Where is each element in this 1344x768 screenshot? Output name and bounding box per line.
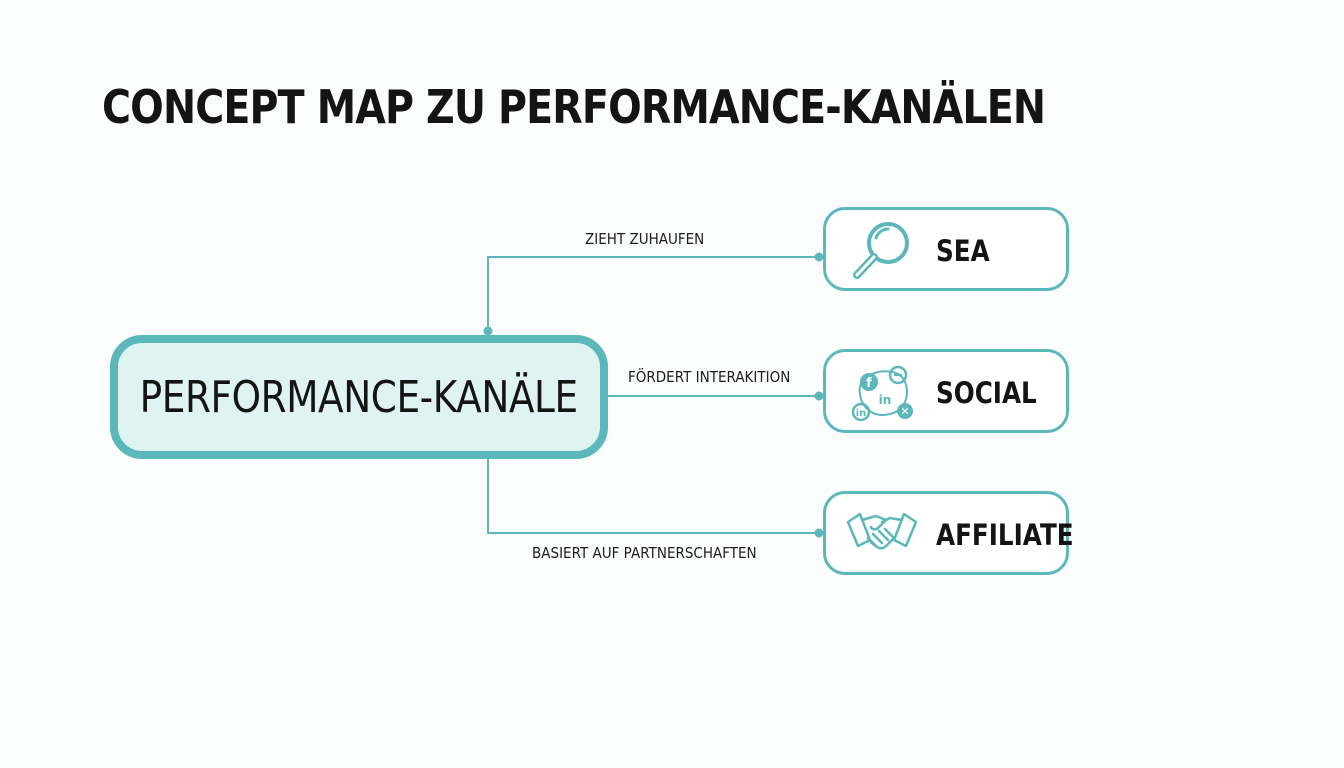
facebook-glyph: f [866, 376, 872, 391]
edge-label-social: FÖRDERT INTERAKITION [628, 368, 791, 386]
connector-sea-start-dot [483, 326, 493, 336]
social-media-icons: f in in ✕ [851, 365, 913, 422]
channel-label-affiliate: AFFILIATE [936, 518, 1074, 552]
linkedin-icon [851, 402, 871, 422]
connector-sea [487, 256, 819, 331]
edge-label-sea: ZIEHT ZUHAUFEN [585, 230, 705, 248]
center-node: PERFORMANCE-KANÄLE [110, 335, 608, 459]
linkedin-glyph: in [856, 408, 867, 419]
edge-label-affiliate: BASIERT AUF PARTNERSCHAFTEN [532, 544, 757, 562]
x-glyph: ✕ [900, 405, 909, 418]
channel-node-sea: SEA [823, 207, 1069, 291]
facebook-icon [860, 373, 878, 391]
handshake-icon [846, 512, 918, 550]
page-title: CONCEPT MAP ZU PERFORMANCE-KANÄLEN [102, 80, 1046, 134]
chat-bubble-icon [888, 365, 908, 385]
connector-affiliate [487, 451, 819, 534]
x-icon [897, 403, 913, 419]
linkedin-glyph-center: in [879, 393, 892, 407]
channel-node-affiliate: AFFILIATE [823, 491, 1074, 575]
center-node-label: PERFORMANCE-KANÄLE [139, 371, 579, 423]
connector-sea-end-dot [814, 252, 824, 262]
channel-label-sea: SEA [936, 234, 990, 268]
connector-affiliate-end-dot [814, 528, 824, 538]
channel-label-social: SOCIAL [936, 376, 1037, 410]
connector-social-end-dot [814, 391, 824, 401]
channel-node-social: f in in ✕ SOCIAL [823, 349, 1069, 433]
magnifier-icon [853, 222, 909, 279]
